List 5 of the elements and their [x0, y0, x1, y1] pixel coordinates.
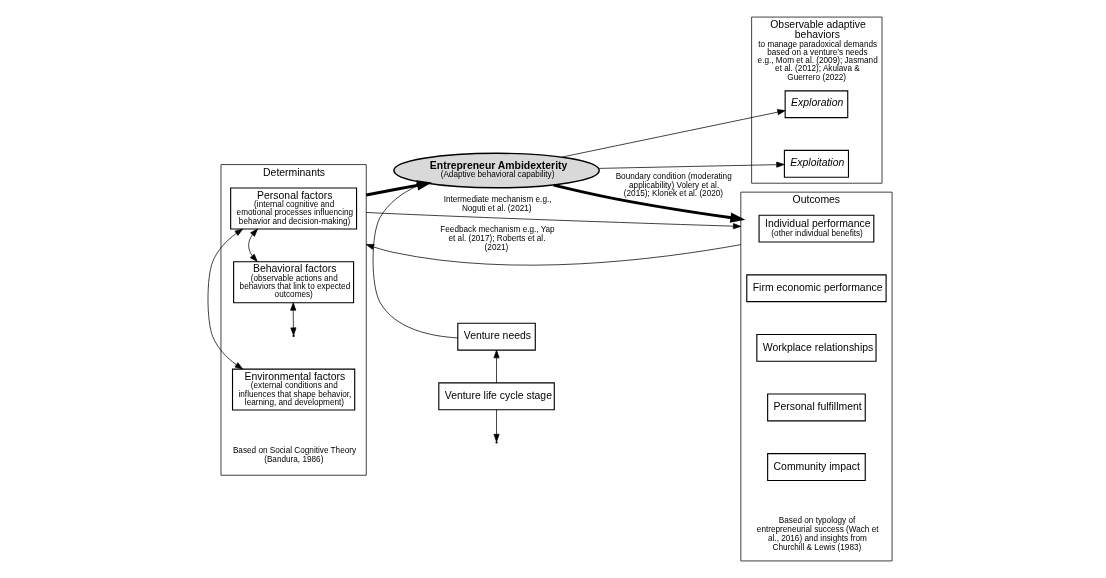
edge-label: Intermediate mechanism e.g., Noguti et al. (2021): [443, 195, 552, 214]
edge-label: Boundary condition (moderating applicability) Volery et al. (2015); Klonek et al. (2020): [615, 171, 732, 199]
node-label: Based on typology of entrepreneurial success (Wach et al., 2016) and insights from Churchill & Lewis (1983): [756, 515, 879, 552]
node-label: Based on Social Cognitive Theory (Bandura, 1986): [232, 446, 357, 465]
edge-label: Feedback mechanism e.g., Yap et al. (2017); Roberts et al. (2021): [440, 225, 555, 253]
